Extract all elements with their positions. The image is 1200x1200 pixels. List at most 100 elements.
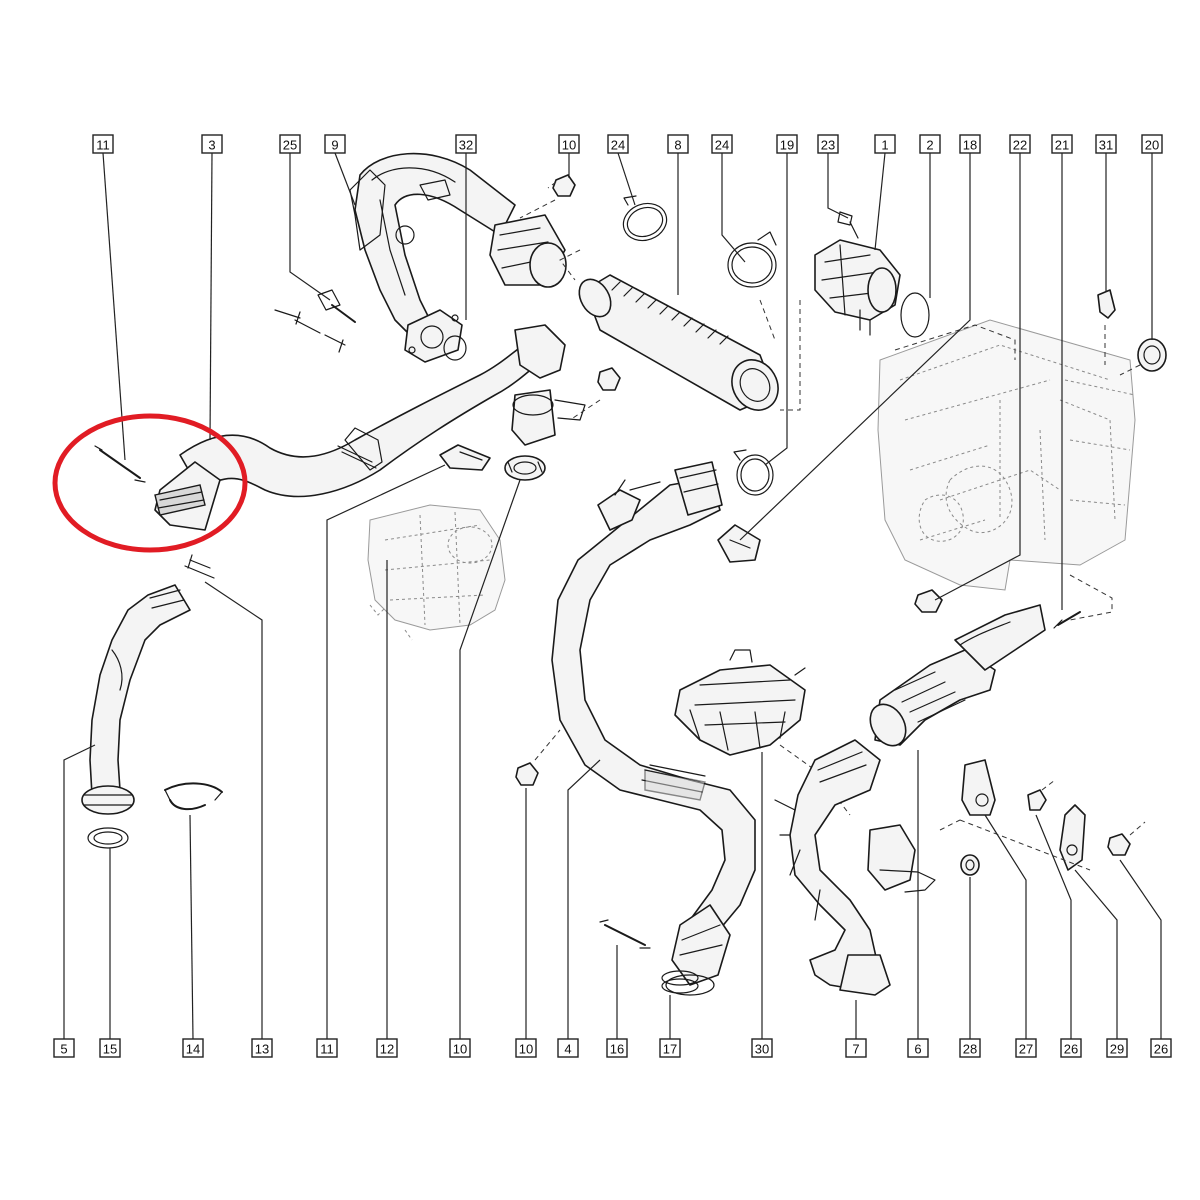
seal-10 <box>504 455 546 481</box>
callout-number: 8 <box>674 138 681 153</box>
callout-number: 23 <box>821 138 835 153</box>
top-callout-25: 25 <box>279 134 301 154</box>
leader-line <box>617 152 636 206</box>
bottom-callout-27: 27 <box>1015 1038 1037 1058</box>
bracket-4 <box>597 479 661 531</box>
bottom-callout-10: 10 <box>449 1038 471 1058</box>
washer-26 <box>1027 779 1056 811</box>
top-callout-24: 24 <box>711 134 733 154</box>
hose-8 <box>559 249 779 411</box>
bottom-callout-28: 28 <box>959 1038 981 1058</box>
bracket-29 <box>1059 804 1086 871</box>
callout-number: 20 <box>1145 138 1159 153</box>
nut-10-mid <box>569 367 621 421</box>
bottom-callout-29: 29 <box>1106 1038 1128 1058</box>
bottom-callout-6: 6 <box>907 1038 929 1058</box>
top-callout-23: 23 <box>817 134 839 154</box>
washer-28 <box>960 854 980 876</box>
bottom-callout-26: 26 <box>1150 1038 1172 1058</box>
callout-number: 10 <box>562 138 576 153</box>
callout-number: 15 <box>103 1042 117 1057</box>
valve-1 <box>780 211 930 411</box>
top-callout-20: 20 <box>1141 134 1163 154</box>
callout-number: 30 <box>755 1042 769 1057</box>
bolt-21 <box>1053 611 1081 629</box>
clamp-19 <box>733 449 774 496</box>
callout-number: 21 <box>1055 138 1069 153</box>
bottom-callout-4: 4 <box>557 1038 579 1058</box>
clamp-24-right <box>727 231 777 341</box>
top-callout-31: 31 <box>1095 134 1117 154</box>
bottom-callout-10: 10 <box>515 1038 537 1058</box>
leader-line <box>984 814 1027 1039</box>
top-callout-22: 22 <box>1009 134 1031 154</box>
leader-line <box>739 153 971 541</box>
leader-line <box>1074 869 1118 1039</box>
nut-22 <box>914 589 943 613</box>
callout-number: 26 <box>1064 1042 1078 1057</box>
top-callout-2: 2 <box>919 134 941 154</box>
clamp-24-left <box>622 195 668 242</box>
callout-number: 4 <box>564 1042 571 1057</box>
callout-number: 10 <box>519 1042 533 1057</box>
top-callout-9: 9 <box>324 134 346 154</box>
bolt-13 <box>184 554 215 579</box>
callout-number: 6 <box>914 1042 921 1057</box>
nut-10-bottom <box>515 729 561 786</box>
gasket-11 <box>439 444 491 471</box>
callout-number: 1 <box>881 138 888 153</box>
top-callout-21: 21 <box>1051 134 1073 154</box>
bottom-callout-26: 26 <box>1060 1038 1082 1058</box>
callout-number: 11 <box>320 1042 334 1057</box>
bottom-callout-17: 17 <box>659 1038 681 1058</box>
top-callout-10: 10 <box>558 134 580 154</box>
callout-number: 5 <box>60 1042 67 1057</box>
bracket-27 <box>961 759 996 816</box>
leader-line <box>1035 814 1072 1039</box>
leader-line <box>721 153 746 263</box>
throttle-body-12 <box>367 504 506 641</box>
callout-number: 9 <box>331 138 338 153</box>
leader-line <box>764 153 788 466</box>
bottom-callout-13: 13 <box>251 1038 273 1058</box>
top-callout-3: 3 <box>201 134 223 154</box>
callout-number: 11 <box>96 138 110 153</box>
leader-line <box>289 153 331 301</box>
top-callout-19: 19 <box>776 134 798 154</box>
callout-number: 13 <box>255 1042 269 1057</box>
callout-number: 17 <box>663 1042 677 1057</box>
leader-line <box>63 744 96 1039</box>
leader-line <box>204 581 263 1039</box>
clip-31 <box>1097 289 1116 365</box>
leader-line <box>934 153 1021 601</box>
cap-20 <box>1119 338 1167 376</box>
bottom-callout-11: 11 <box>316 1038 338 1058</box>
bottom-callout-14: 14 <box>182 1038 204 1058</box>
pipe-3 <box>179 324 586 498</box>
top-callout-32: 32 <box>455 134 477 154</box>
top-callout-8: 8 <box>667 134 689 154</box>
top-callout-18: 18 <box>959 134 981 154</box>
callout-number: 18 <box>963 138 977 153</box>
bottom-callout-7: 7 <box>845 1038 867 1058</box>
hose-5 <box>81 584 191 849</box>
connector-32 <box>489 214 567 288</box>
leader-line <box>102 152 126 461</box>
leader-line <box>874 152 886 251</box>
callout-number: 19 <box>780 138 794 153</box>
leader-line <box>326 464 446 1039</box>
clip-14 <box>164 782 223 811</box>
bottom-callout-15: 15 <box>99 1038 121 1058</box>
clip-11 <box>94 445 146 483</box>
pin-16 <box>599 919 651 949</box>
callout-number: 32 <box>459 138 473 153</box>
leader-line <box>827 153 849 219</box>
callout-number: 24 <box>715 138 729 153</box>
bolt-25 <box>274 289 356 353</box>
hose-4 <box>551 461 756 996</box>
flange-32 <box>404 309 467 363</box>
